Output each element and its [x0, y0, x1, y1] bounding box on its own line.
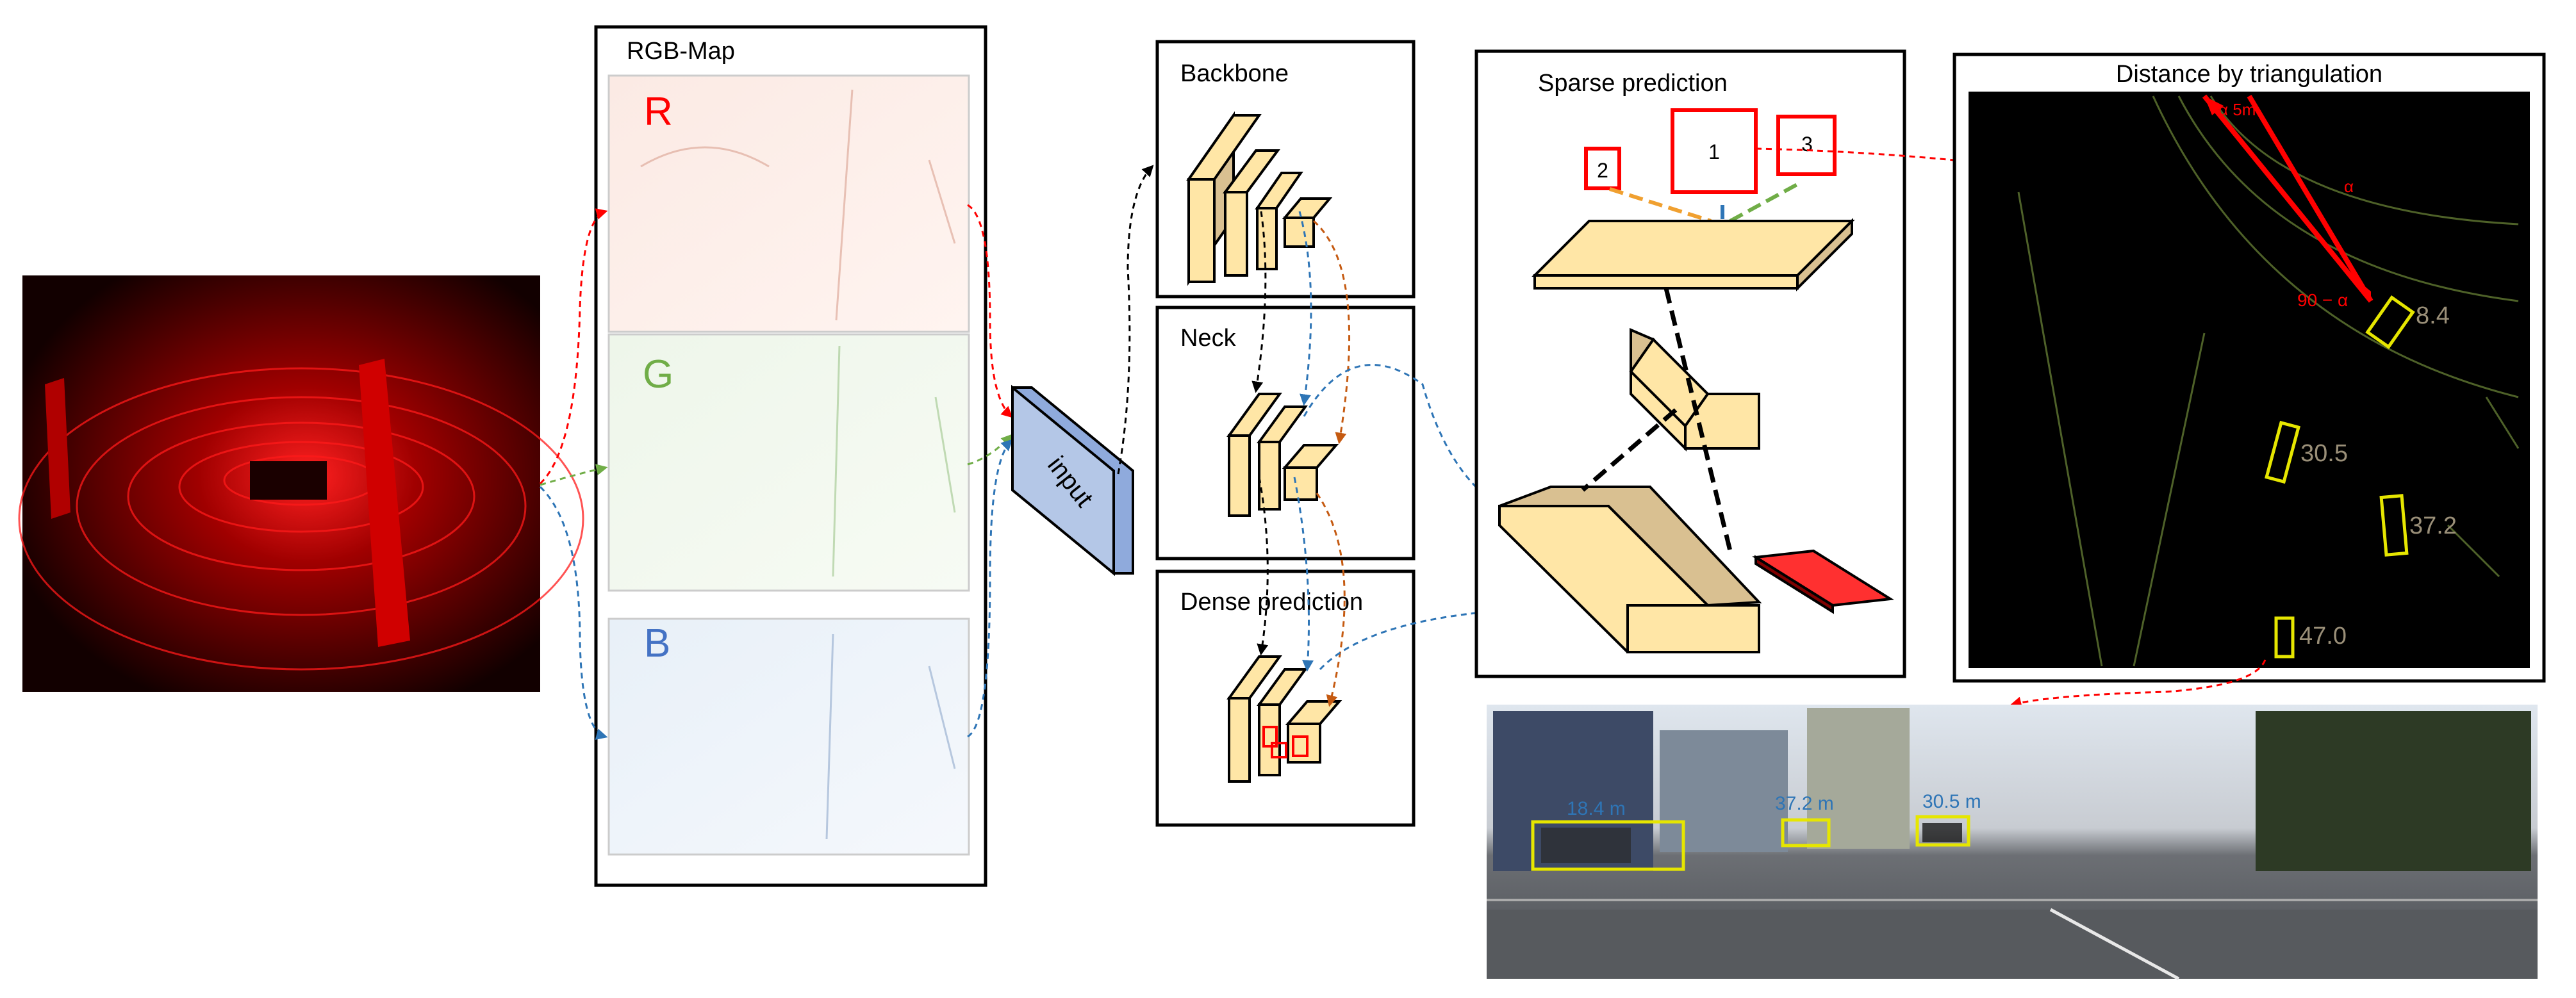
channel-to-input-arrows [967, 204, 1013, 738]
road-label-1: 18.4 m [1567, 798, 1626, 819]
road-label-3: 30.5 m [1922, 791, 1981, 812]
dense-title: Dense prediction [1180, 589, 1363, 616]
alpha-label: α [2344, 177, 2354, 196]
bev-box-4: 47.0 [2274, 616, 2347, 659]
lidar-image [18, 275, 584, 692]
bev-box-2: 30.5 [2265, 420, 2348, 484]
backbone-title: Backbone [1180, 60, 1289, 87]
neck-panel: Neck [1155, 306, 1416, 560]
bev-box-3: 37.2 [2379, 494, 2457, 557]
r-channel-label: R [644, 90, 673, 134]
rgb-map-title: RGB-Map [627, 38, 735, 65]
triangle [2202, 94, 2374, 303]
road-label-2: 37.2 m [1775, 793, 1834, 814]
svg-text:3: 3 [1801, 133, 1813, 156]
b-channel-image [607, 618, 970, 856]
g-channel-label: G [643, 352, 673, 397]
sparse-plate-top [1532, 218, 1855, 291]
lidar-to-channel-arrows [539, 208, 608, 740]
top-angle-label: α 5m [2218, 100, 2256, 119]
svg-text:47.0: 47.0 [2299, 623, 2347, 650]
svg-text:1: 1 [1708, 140, 1720, 163]
svg-text:37.2: 37.2 [2409, 512, 2457, 539]
sparse-box-1: 1 [1671, 108, 1758, 194]
sparse-block-large [1498, 486, 1762, 653]
input-to-backbone-arrow [1117, 165, 1154, 475]
bev-lidar-image [1969, 92, 2530, 668]
r-channel-image [607, 74, 970, 333]
b-channel-label: B [644, 621, 670, 666]
triangulation-panel: Distance by triangulation α 5m α 90 − α … [1953, 53, 2546, 683]
svg-text:2: 2 [1597, 159, 1608, 182]
rgb-map-panel: RGB-Map R G B [594, 25, 987, 887]
sparse-red-output [1752, 549, 1894, 614]
road-image: 18.4 m 37.2 m 30.5 m [1487, 705, 2538, 981]
neck-title: Neck [1180, 325, 1237, 352]
g-channel-image [607, 333, 970, 592]
backbone-panel: Backbone [1155, 40, 1416, 299]
triangulation-to-road-arrow [2010, 659, 2266, 708]
sparse-title: Sparse prediction [1538, 70, 1728, 97]
road-box-3 [1915, 815, 1970, 847]
input-block: input [1011, 384, 1134, 577]
sparse-block-mid [1629, 327, 1760, 452]
svg-text:30.5: 30.5 [2300, 440, 2348, 467]
road-box-1 [1531, 820, 1685, 871]
sparse-box-2: 2 [1584, 147, 1621, 190]
bev-box-1: 8.4 [2365, 295, 2450, 349]
angle-label: 90 − α [2297, 290, 2348, 310]
triangulation-title: Distance by triangulation [2116, 61, 2382, 88]
road-box-2 [1781, 818, 1831, 847]
svg-text:8.4: 8.4 [2416, 302, 2450, 329]
dense-panel: Dense prediction [1155, 569, 1416, 827]
sparse-panel: Sparse prediction 2 1 3 [1474, 49, 1906, 678]
